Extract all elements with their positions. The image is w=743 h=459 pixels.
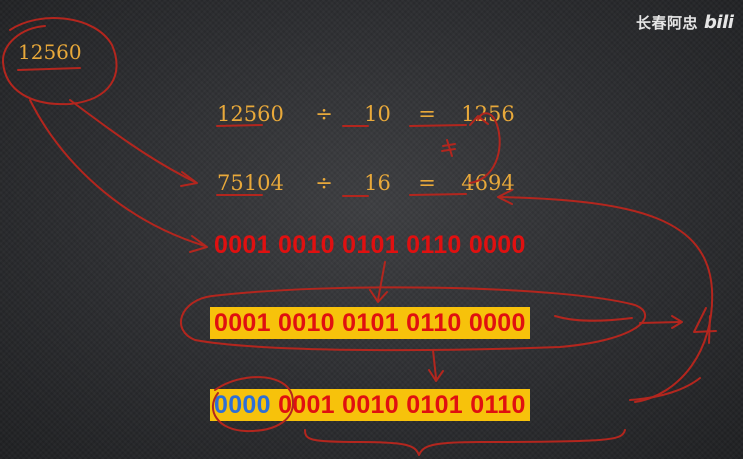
equation-row-2: 75104 ÷ 16 = 4694 <box>217 171 515 195</box>
binary-row-1: 0001 0010 0101 0110 0000 <box>214 231 526 259</box>
arrow-to-4 <box>639 321 681 324</box>
dividend: 75104 <box>217 171 284 195</box>
shifted-zero-nibble: 0000 <box>214 391 271 419</box>
arrow-from-row3-to-eq2 <box>499 196 714 403</box>
dividend: 12560 <box>217 102 284 126</box>
equals-sign: = <box>418 102 436 126</box>
arrow-down-bin2-bin3 <box>432 349 437 379</box>
binary-row-3-shifted: 0000 0001 0010 0101 0110 <box>210 389 530 421</box>
binary-row-2-highlighted: 0001 0010 0101 0110 0000 <box>210 307 530 339</box>
divisor: 16 <box>364 171 391 195</box>
arrowhead-down-2 <box>428 369 444 382</box>
equal-mark-between-rows <box>441 139 456 157</box>
equals-sign: = <box>418 171 436 195</box>
handwritten-4 <box>693 307 717 344</box>
arrow-to-binary-1 <box>29 99 206 247</box>
watermark: 长春阿忠 bili <box>636 12 734 33</box>
underline-corner <box>17 67 81 71</box>
divide-sign: ÷ <box>315 171 333 195</box>
equation-row-1: 12560 ÷ 10 = 1256 <box>217 102 515 126</box>
arrow-down-bin1-bin2 <box>377 261 386 301</box>
arrowhead-bin1 <box>189 235 208 253</box>
arrowhead-to-4 <box>671 315 683 329</box>
divisor: 10 <box>364 102 391 126</box>
corner-number: 12560 <box>18 40 82 64</box>
divide-sign: ÷ <box>315 102 333 126</box>
quotient: 4694 <box>461 171 515 195</box>
arrow-to-equation-2 <box>69 99 196 183</box>
shifted-remaining-bits: 0001 0010 0101 0110 <box>270 391 526 419</box>
arrow-row3-right <box>629 377 701 401</box>
watermark-author: 长春阿忠 <box>636 14 699 32</box>
strike-0000 <box>554 315 633 322</box>
quotient: 1256 <box>461 102 515 126</box>
bilibili-logo: bili <box>704 12 734 33</box>
brace-under-bits <box>304 429 626 456</box>
arrowhead-eq2 <box>180 171 198 187</box>
arrowhead-down-1 <box>369 289 388 303</box>
